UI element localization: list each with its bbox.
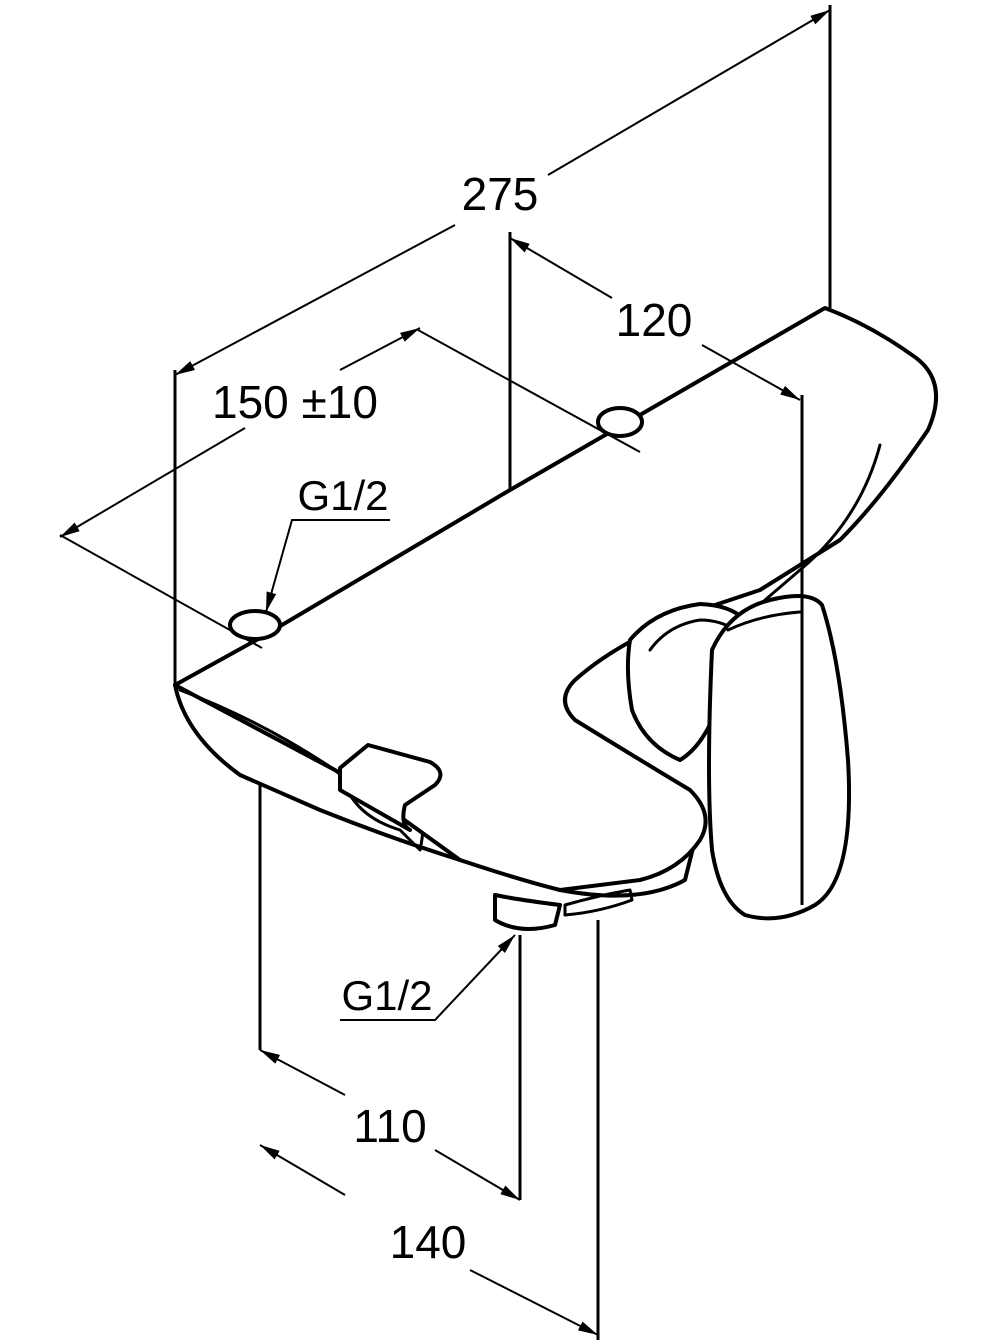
label-110: 110: [353, 1100, 426, 1152]
lever-blade-edge: [726, 610, 802, 632]
dim-110-line-b: [434, 1149, 521, 1201]
label-140: 140: [390, 1216, 467, 1268]
extension-lines: [59, 5, 832, 1340]
dimension-labels: 275 120 150 ±10 G1/2 G1/2 110 140: [212, 168, 692, 1268]
inlet-left: [228, 609, 282, 641]
outlet-ring: [563, 888, 634, 917]
dim-120-line-a: [509, 237, 613, 299]
body-tail: [763, 443, 882, 602]
ext-inlet-right: [417, 329, 641, 453]
lever-handle: [625, 594, 852, 921]
dimension-lines: [59, 9, 831, 1336]
ext-inlet-left: [59, 534, 263, 649]
leader-outlet: [340, 934, 516, 1021]
spout-recess: [338, 743, 443, 832]
dim-150-line-a: [59, 427, 246, 538]
dim-275-line-b: [547, 9, 831, 176]
label-150: 150 ±10: [212, 376, 378, 428]
label-120: 120: [616, 294, 693, 346]
mixer-body: [173, 306, 938, 931]
dim-275-line-a: [174, 224, 456, 376]
body-top-plate: [173, 306, 938, 892]
label-outlet-thread: G1/2: [341, 972, 432, 1019]
dim-140-line-a: [259, 1144, 346, 1196]
label-inlet-thread: G1/2: [297, 472, 388, 519]
leader-inlet: [265, 519, 390, 613]
outlet-nipple: [493, 893, 562, 931]
label-275: 275: [462, 168, 539, 220]
dim-150-line-b: [339, 327, 421, 371]
lever-blade: [707, 594, 852, 921]
inlet-right: [596, 406, 644, 438]
dim-120-line-b: [701, 344, 801, 401]
body-edge-line: [178, 688, 337, 772]
dim-110-line-a: [259, 1049, 346, 1096]
dim-140-line-b: [469, 1269, 599, 1336]
